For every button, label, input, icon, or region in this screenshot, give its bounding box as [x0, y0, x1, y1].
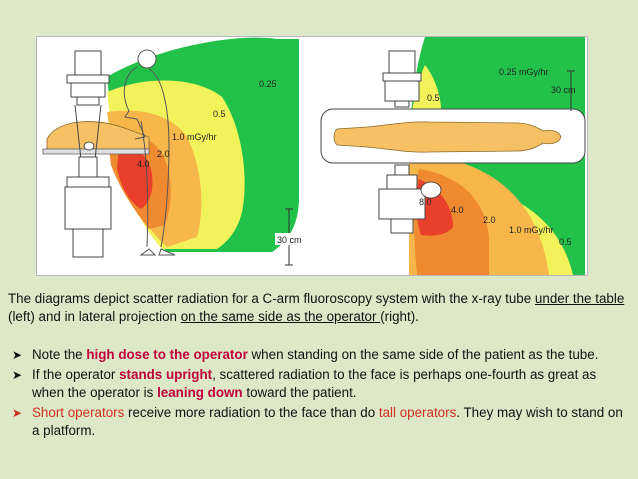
right-label-025: 0.25 mGy/hr: [499, 67, 549, 77]
left-field-spot: [83, 141, 95, 151]
right-patient: [333, 121, 562, 153]
right-label-80: 8.0: [419, 197, 432, 207]
right-image-intensifier: [378, 164, 426, 234]
arrow-bullet-icon: ➤: [12, 348, 23, 362]
left-label-05: 0.5: [213, 109, 226, 119]
diagram-frame: 0.25 0.5 1.0 mGy/hr 2.0 4.0 30 cm: [36, 36, 588, 276]
right-xray-tube: [382, 50, 422, 108]
arrow-bullet-icon: ➤: [12, 406, 23, 420]
right-diagram: 0.25 mGy/hr 0.5 1.0 mGy/hr 2.0 4.0 8.0 0…: [320, 37, 586, 275]
bullet-2-highlight-leaning: leaning down: [157, 385, 243, 400]
left-diagram: 0.25 0.5 1.0 mGy/hr 2.0 4.0 30 cm: [42, 37, 305, 266]
right-label-05b: 0.5: [559, 237, 572, 247]
left-label-10: 1.0 mGy/hr: [172, 132, 217, 142]
caption-part1: The diagrams depict scatter radiation fo…: [8, 291, 535, 306]
bullet-item-3: ➤ Short operators receive more radiation …: [8, 404, 630, 440]
right-label-05: 0.5: [427, 93, 440, 103]
caption: The diagrams depict scatter radiation fo…: [8, 290, 630, 326]
bullet-2-text: If the operator: [32, 367, 120, 382]
bullet-2-middle: , scattered radiation to the face is per…: [32, 367, 597, 400]
left-scale-label: 30 cm: [277, 235, 302, 245]
bullet-item-1: ➤ Note the high dose to the operator when…: [8, 346, 630, 364]
left-label-40: 4.0: [137, 159, 150, 169]
left-label-025: 0.25: [259, 79, 277, 89]
right-scale-label: 30 cm: [551, 85, 576, 95]
caption-under-table: under the table: [534, 291, 625, 306]
right-label-10: 1.0 mGy/hr: [509, 225, 554, 235]
left-image-intensifier: [66, 50, 110, 106]
caption-part3: (right).: [380, 309, 419, 324]
bullet-list: ➤ Note the high dose to the operator when…: [8, 346, 630, 442]
bullet-3-highlight-short: Short operators: [32, 405, 125, 420]
arrow-bullet-icon: ➤: [12, 368, 23, 382]
right-label-20: 2.0: [483, 215, 496, 225]
bullet-1-text: Note the: [32, 347, 87, 362]
right-field-spot: [420, 181, 442, 199]
caption-part2: (left) and in lateral projection: [8, 309, 181, 324]
bullet-3-highlight-tall: tall operators: [378, 405, 457, 420]
bullet-item-2: ➤ If the operator stands upright, scatter…: [8, 366, 630, 402]
left-operator: [123, 49, 176, 256]
bullet-2-rest: toward the patient.: [242, 385, 357, 400]
caption-same-side: on the same side as the operator: [180, 309, 381, 324]
bullet-1-highlight: high dose to the operator: [86, 347, 248, 362]
right-label-40: 4.0: [451, 205, 464, 215]
scatter-radiation-diagram: 0.25 0.5 1.0 mGy/hr 2.0 4.0 30 cm: [42, 37, 586, 275]
left-zone-40: [117, 145, 153, 209]
left-label-20: 2.0: [157, 149, 170, 159]
right-scale-bar: [567, 70, 575, 111]
bullet-2-highlight-upright: stands upright: [119, 367, 213, 382]
bullet-3-middle: receive more radiation to the face than …: [124, 405, 379, 420]
bullet-1-rest: when standing on the same side of the pa…: [247, 347, 599, 362]
bullet-3-rest: . They may wish to stand on a platform.: [32, 405, 623, 438]
left-xray-tube: [64, 156, 112, 258]
